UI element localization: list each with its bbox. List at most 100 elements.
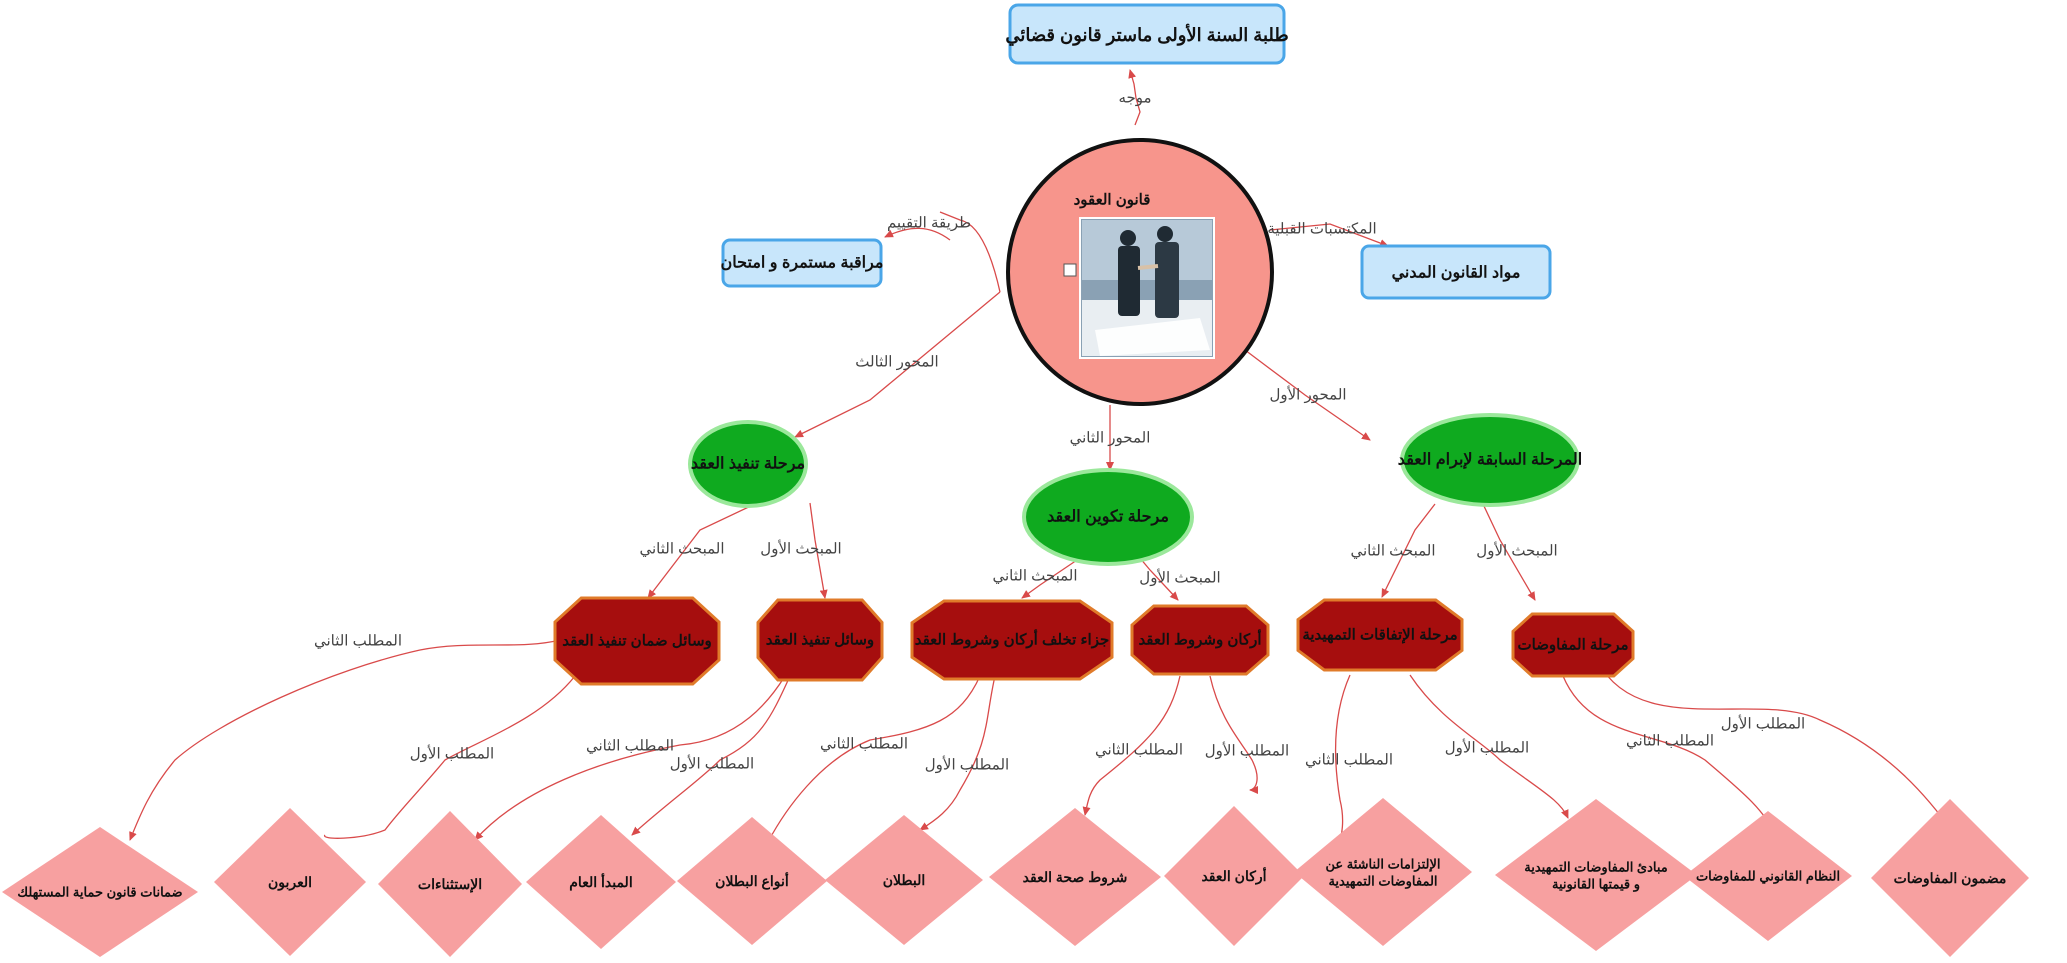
leaf-node-5[interactable] bbox=[1164, 806, 1304, 946]
prerequisites-node-box[interactable] bbox=[1360, 244, 1552, 300]
section-node-5[interactable] bbox=[756, 598, 884, 682]
leaf-node-12[interactable] bbox=[2, 827, 198, 957]
axis-node-label: مرحلة تنفيذ العقد bbox=[691, 456, 805, 474]
leaf-node-label: البطلان bbox=[883, 872, 926, 888]
link-l1 bbox=[1597, 661, 1956, 836]
axis-node-label: المرحلة السابقة لإبرام العقد bbox=[1398, 452, 1582, 470]
link-s4 bbox=[1021, 557, 1081, 599]
connection-label: المطلب الأول bbox=[1445, 739, 1529, 757]
link-axis-3 bbox=[794, 291, 1001, 438]
connection-label: المكتسبات القبلية bbox=[1267, 221, 1376, 238]
link-s5 bbox=[809, 502, 828, 599]
connection-label: طريقة التقييم bbox=[887, 215, 971, 232]
section-node-4[interactable] bbox=[910, 599, 1114, 681]
leaf-node-3[interactable] bbox=[1495, 799, 1697, 951]
link-l6 bbox=[1082, 675, 1181, 816]
connection-label: موجه bbox=[1118, 90, 1151, 107]
connection-label: المطلب الأول bbox=[670, 755, 754, 773]
connection-label: المطلب الثاني bbox=[1095, 742, 1183, 759]
link-s3 bbox=[1139, 557, 1179, 601]
top-node-label: طلبة السنة الأولى ماستر قانون قضائي bbox=[1005, 23, 1288, 46]
connection-label: المبحث الثاني bbox=[639, 541, 724, 558]
axis-node-3[interactable] bbox=[688, 420, 808, 508]
leaf-node-8[interactable] bbox=[677, 817, 827, 945]
image-toggle-icon[interactable] bbox=[1063, 263, 1077, 277]
evaluation-node-label: مراقبة مستمرة و امتحان bbox=[721, 255, 884, 273]
link-l2 bbox=[1562, 675, 1776, 836]
center-node-title: قانون العقود bbox=[1074, 192, 1151, 209]
connection-label: المطلب الثاني bbox=[1305, 752, 1393, 769]
handshake-photo-icon bbox=[1079, 217, 1215, 359]
section-node-label: مرحلة الإتفاقات التمهيدية bbox=[1302, 627, 1457, 644]
evaluation-node-box[interactable] bbox=[721, 238, 883, 288]
link-l3 bbox=[1409, 674, 1569, 819]
link-left-eval-2 bbox=[884, 227, 951, 241]
connection-label: المطلب الثاني bbox=[1626, 733, 1714, 750]
connection-label: المبحث الثاني bbox=[1350, 543, 1435, 560]
leaf-node-label: أنواع البطلان bbox=[715, 871, 789, 890]
section-node-label: وسائل ضمان تنفيذ العقد bbox=[562, 633, 712, 650]
link-l9 bbox=[631, 675, 791, 836]
connection-label: المبحث الأول bbox=[1139, 569, 1220, 587]
connection-label: المطلب الثاني bbox=[820, 736, 908, 753]
leaf-node-label: ضمانات قانون حماية المستهلك bbox=[17, 885, 182, 901]
prerequisites-node-label: مواد القانون المدني bbox=[1392, 265, 1521, 283]
link-top bbox=[1128, 69, 1141, 126]
link-right bbox=[1269, 223, 1389, 247]
link-s1 bbox=[1482, 503, 1536, 601]
link-l7 bbox=[919, 675, 996, 831]
link-l12 bbox=[129, 639, 561, 841]
axis-node-1[interactable] bbox=[1400, 413, 1580, 507]
section-node-2[interactable] bbox=[1296, 598, 1464, 672]
link-l5 bbox=[1209, 675, 1259, 794]
axis-node-label: مرحلة تكوين العقد bbox=[1047, 509, 1169, 527]
leaf-node-label: النظام القانوني للمفاوضات bbox=[1696, 869, 1840, 885]
link-left-eval bbox=[939, 211, 1001, 293]
connection-label: المحور الثالث bbox=[855, 354, 938, 371]
link-axis-1 bbox=[1244, 349, 1371, 441]
section-node-1[interactable] bbox=[1511, 612, 1635, 678]
leaf-node-label: شروط صحة العقد bbox=[1023, 869, 1128, 886]
connection-label: المبحث الأول bbox=[760, 540, 841, 558]
link-s6 bbox=[647, 503, 756, 599]
leaf-node-4[interactable] bbox=[1294, 798, 1472, 946]
leaf-node-label: مضمون المفاوضات bbox=[1894, 870, 2007, 887]
connection-label: المطلب الثاني bbox=[586, 738, 674, 755]
leaf-node-11[interactable] bbox=[214, 808, 366, 956]
leaf-node-label: العربون bbox=[268, 874, 312, 891]
leaf-node-2[interactable] bbox=[1684, 811, 1852, 941]
connection-label: المطلب الثاني bbox=[314, 633, 402, 650]
section-node-6[interactable] bbox=[553, 596, 721, 686]
link-l11 bbox=[324, 675, 576, 839]
leaf-node-label: الإستثناءات bbox=[418, 876, 482, 894]
connection-label: المحور الأول bbox=[1269, 386, 1346, 404]
leaf-node-10[interactable] bbox=[378, 811, 522, 957]
connection-label: المبحث الثاني bbox=[992, 568, 1077, 585]
leaf-node-label: أركان العقد bbox=[1201, 866, 1266, 885]
link-s2 bbox=[1381, 503, 1436, 598]
link-l10 bbox=[474, 675, 786, 841]
leaf-node-9[interactable] bbox=[526, 815, 676, 949]
connection-label: المطلب الأول bbox=[925, 756, 1009, 774]
top-node-box[interactable] bbox=[1008, 3, 1286, 65]
leaf-node-6[interactable] bbox=[989, 808, 1161, 946]
section-node-3[interactable] bbox=[1130, 604, 1270, 676]
axis-node-2[interactable] bbox=[1022, 468, 1194, 566]
section-node-label: جزاء تخلف أركان وشروط العقد bbox=[915, 629, 1110, 649]
connection-label: المطلب الأول bbox=[410, 745, 494, 763]
section-node-label: وسائل تنفيذ العقد bbox=[766, 632, 874, 649]
connection-label: المحور الثاني bbox=[1070, 430, 1151, 447]
link-l8 bbox=[767, 675, 981, 843]
section-node-label: مرحلة المفاوضات bbox=[1518, 637, 1629, 654]
leaf-node-7[interactable] bbox=[825, 815, 983, 945]
leaf-node-1[interactable] bbox=[1871, 799, 2029, 957]
nodes: طلبة السنة الأولى ماستر قانون قضائي مراقب… bbox=[2, 3, 2029, 957]
connection-label: المطلب الأول bbox=[1721, 715, 1805, 733]
connections bbox=[129, 69, 1956, 851]
link-labels: موجه طريقة التقييم المكتسبات القبلية المحور… bbox=[314, 90, 1805, 774]
connection-label: المبحث الأول bbox=[1476, 542, 1557, 560]
connection-label: المطلب الأول bbox=[1205, 742, 1289, 760]
leaf-node-label: المبدأ العام bbox=[569, 872, 632, 891]
